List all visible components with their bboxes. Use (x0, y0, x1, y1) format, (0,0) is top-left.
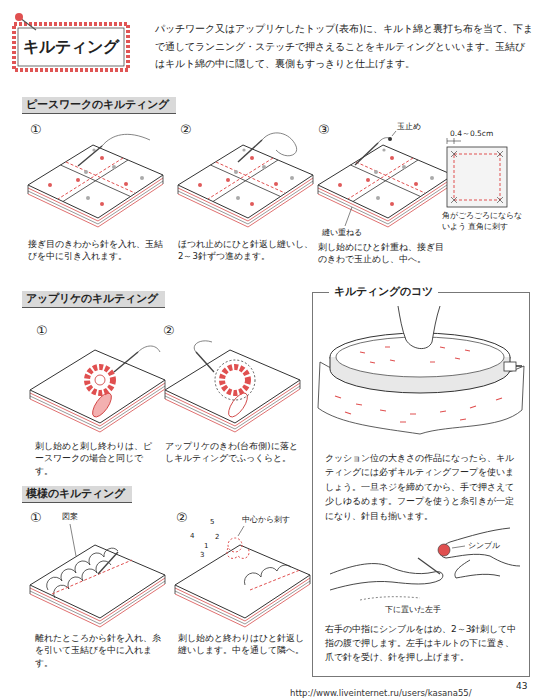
caption-text: 刺し始めにひと針重ね、接ぎ目のきわで玉止めし、中へ。 (318, 241, 448, 266)
callout-label: 図案 (62, 511, 78, 523)
dimension-label: 0.4～0.5cm (450, 129, 493, 140)
callout-label: 玉止め (397, 121, 421, 133)
step-number: ① (36, 322, 48, 341)
tips-panel: キルティングのコツクッション位の大きさの作品になったら、キルティングには必ずキル… (312, 292, 530, 677)
caption-text: ほつれ止めにひと針返し縫いし、2～3針ずつ進めます。 (178, 238, 316, 263)
panel-text: 右手の中指にシンブルをはめ、2～3針刺して中指の腹で押します。左手はキルトの下に… (325, 623, 520, 665)
callout-label: シンブル (468, 540, 500, 552)
step-number: ③ (318, 121, 330, 140)
caption-text: 刺し始めと刺し終わりは、ピースワークの場合と同じです。 (35, 440, 160, 477)
heading-text: 模様のキルティング (26, 487, 125, 501)
step-number: ① (30, 121, 42, 140)
callout-label: 中心から刺す (242, 514, 290, 526)
caption-text: アップリケのきわ(台布側)に落としキルティングでふっくらと。 (165, 440, 303, 465)
caption-text: 刺し始めと終わりはひと針返し縫いします。中を通して隣へ。 (178, 632, 308, 657)
caption-text: 接ぎ目のきわから針を入れ、玉結びを中に引き入れます。 (28, 238, 168, 263)
page-number: 43 (516, 680, 527, 693)
note-text: 角がごろごろにならないよう 直角に刺す (442, 211, 526, 233)
callout-label: 縫い重ねる (322, 228, 362, 239)
heading-text: ピースワークのキルティング (26, 98, 169, 112)
order-number: 3 (200, 550, 204, 560)
section-heading: ピースワークのキルティング (22, 97, 176, 114)
step-number: ② (176, 509, 188, 528)
step-number: ① (30, 509, 42, 528)
section-heading: 模様のキルティング (22, 486, 132, 503)
intro-text: パッチワーク又はアップリケしたトップ(表布)に、キルト綿と裏打ち布を当て、下まで… (155, 20, 533, 73)
section-heading: アップリケのキルティング (22, 291, 165, 308)
title-text: キルティング (18, 37, 124, 56)
panel-text: クッション位の大きさの作品になったら、キルティングには必ずキルティングフープを使… (325, 451, 517, 523)
step-number: ② (163, 322, 175, 341)
order-number: 4 (190, 531, 194, 541)
caption-text: 離れたところから針を入れ、糸を引いて玉結びを中に入れます。 (35, 632, 165, 669)
panel-heading: キルティングのコツ (329, 284, 438, 300)
order-number: 1 (204, 541, 208, 551)
order-number: 5 (210, 517, 214, 527)
order-number: 2 (215, 532, 219, 542)
watermark: http://www.liveinternet.ru/users/kasana5… (290, 687, 472, 699)
callout-label: 下に置いた左手 (385, 604, 441, 616)
step-number: ② (180, 121, 192, 140)
heading-text: アップリケのキルティング (26, 292, 158, 306)
